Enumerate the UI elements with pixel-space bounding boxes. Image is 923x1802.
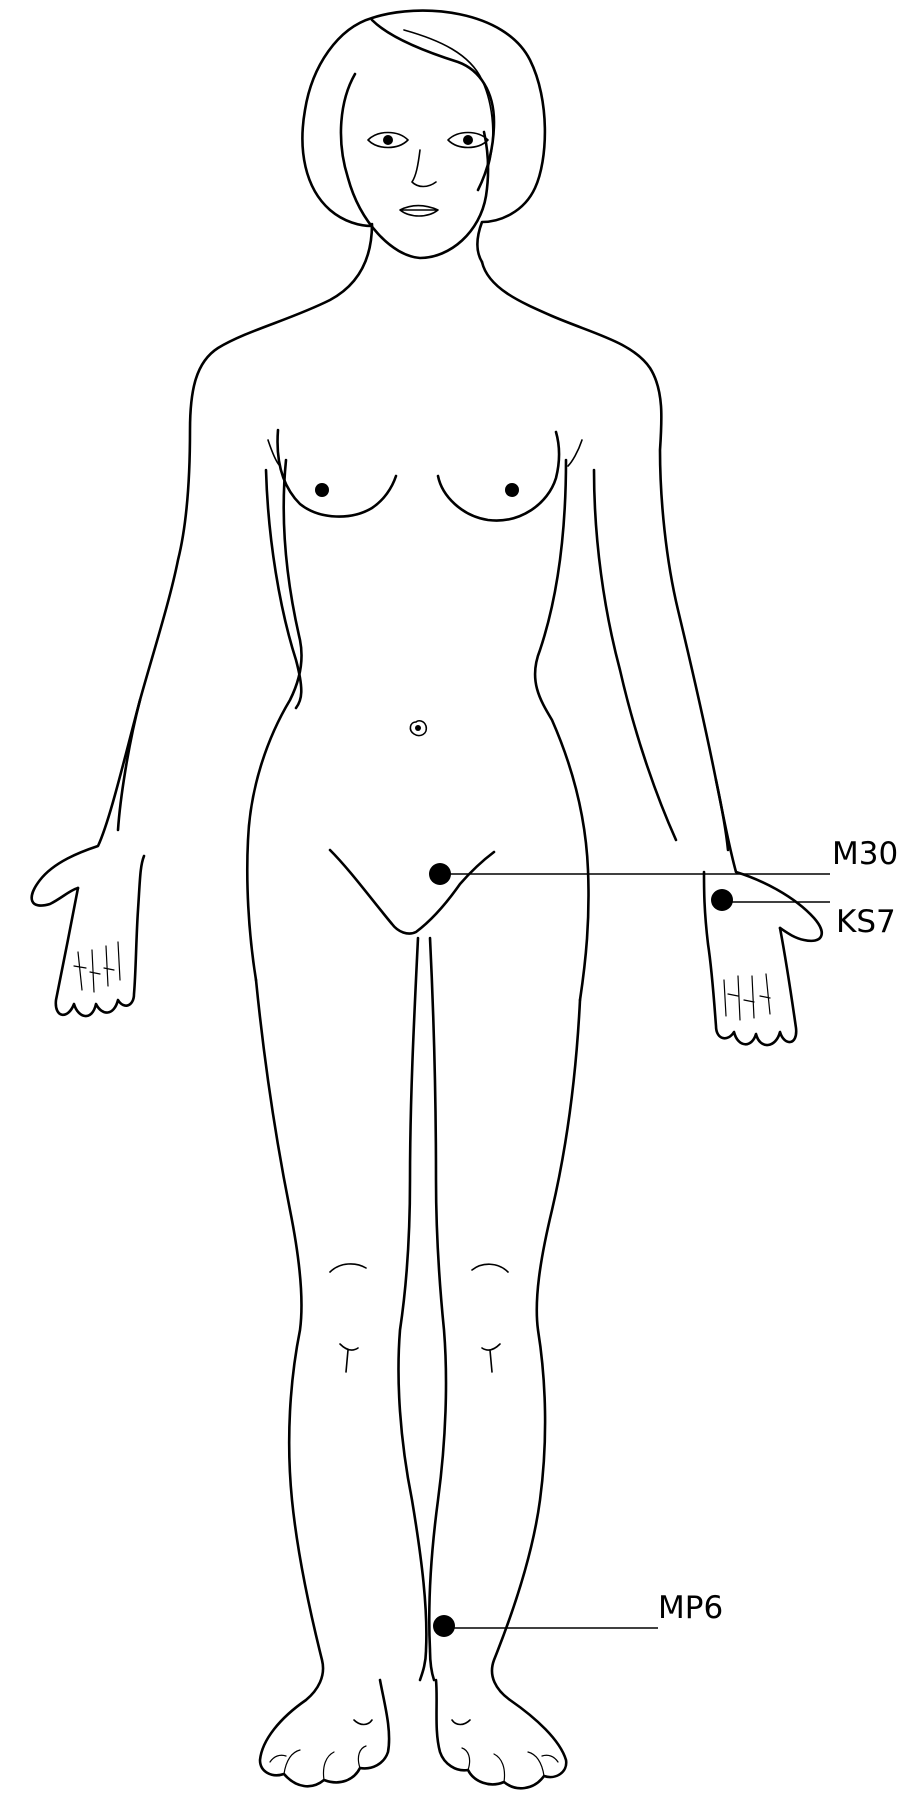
right-kneecap [472,1264,508,1272]
right-knee-crease [482,1344,500,1372]
left-arm [32,700,144,1016]
left-ankle-mark [354,1720,372,1725]
neck-shoulders-left [118,224,372,830]
mp6-label: MP6 [658,1590,723,1626]
m30-label: M30 [832,836,898,872]
groin-line [330,850,494,934]
left-breast [278,430,396,517]
torso [118,224,728,1000]
right-palm-lines [724,974,770,1020]
head [302,11,544,262]
legs [256,938,580,1788]
acupoint-m30: M30 [429,836,898,885]
torso-right-side [535,460,588,1000]
hair-outline [302,11,544,262]
right-arm [704,780,822,1045]
left-leg-inner [399,938,427,1680]
right-breast [438,432,559,521]
left-hand [56,856,144,1016]
nose [412,150,436,187]
left-pupil [383,135,393,145]
right-ankle-mark [452,1720,470,1725]
acupoint-ks7: KS7 [711,889,896,940]
acupoint-mp6: MP6 [433,1590,723,1637]
mp6-marker [433,1615,455,1637]
left-palm-lines [74,942,120,992]
ks7-marker [711,889,733,911]
left-knee-crease [340,1344,358,1372]
neck-shoulders-right [482,262,728,850]
torso-left-side [247,460,301,980]
right-pupil [463,135,473,145]
face-outline [341,74,488,258]
ks7-label: KS7 [836,904,896,940]
hair-strand [404,30,493,168]
right-nipple [505,483,519,497]
left-kneecap [330,1264,366,1272]
right-armpit-crease [568,440,582,466]
mouth [400,206,438,217]
left-nipple [315,483,329,497]
navel-dot [415,725,421,731]
right-forearm [716,780,822,941]
right-leg-outer [436,1000,580,1788]
left-forearm [32,700,140,906]
hair-part [372,20,494,190]
right-leg-inner [429,938,446,1680]
left-leg-outer [256,980,389,1786]
